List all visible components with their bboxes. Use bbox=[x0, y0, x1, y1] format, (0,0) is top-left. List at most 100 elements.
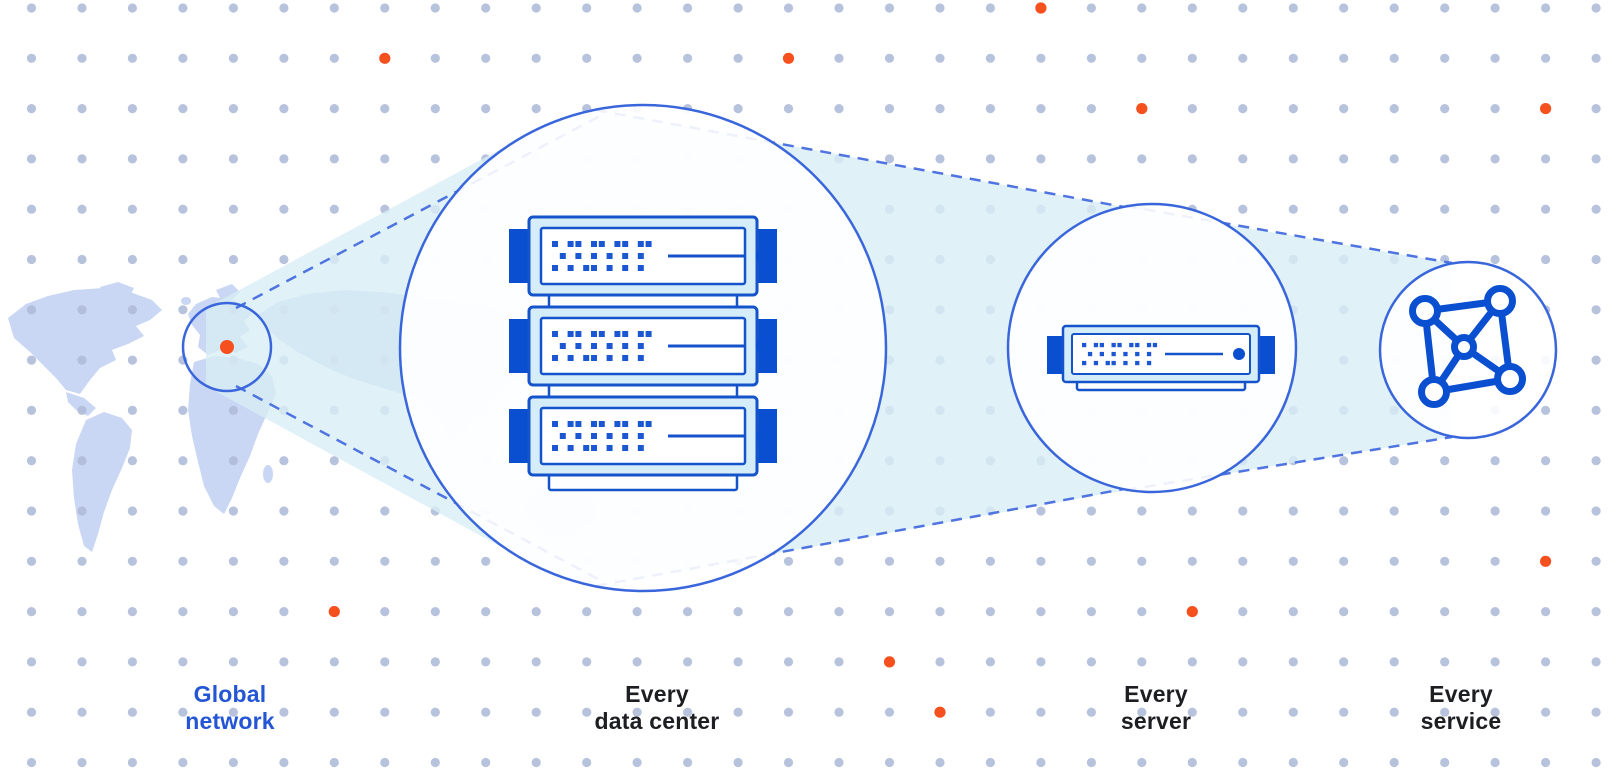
grid-dot bbox=[733, 757, 743, 768]
vent-square bbox=[591, 355, 597, 361]
grid-dot bbox=[531, 53, 541, 63]
stage-label-every-service: Every service bbox=[1421, 681, 1502, 735]
grid-dot bbox=[935, 607, 945, 617]
grid-dot bbox=[279, 3, 289, 13]
grid-dot bbox=[127, 104, 137, 114]
grid-dot bbox=[834, 657, 844, 667]
grid-dot bbox=[178, 757, 188, 768]
grid-dot bbox=[783, 657, 794, 667]
server-vent-pattern bbox=[552, 331, 652, 361]
vent-square bbox=[559, 343, 566, 349]
vent-square bbox=[575, 331, 582, 337]
grid-dot bbox=[1086, 53, 1096, 63]
grid-dot bbox=[77, 254, 87, 265]
grid-dot bbox=[683, 657, 693, 667]
grid-dot bbox=[985, 657, 996, 667]
grid-dot bbox=[380, 506, 390, 516]
label-line: network bbox=[185, 708, 275, 734]
grid-dot bbox=[228, 104, 238, 114]
grid-dot bbox=[1339, 607, 1349, 617]
grid-dot bbox=[127, 556, 137, 566]
grid-dot bbox=[228, 657, 238, 667]
grid-dot bbox=[1440, 204, 1450, 214]
grid-dot bbox=[1591, 53, 1601, 63]
grid-dot bbox=[1238, 204, 1248, 214]
grid-dot bbox=[178, 3, 188, 13]
grid-dot bbox=[1490, 707, 1500, 717]
grid-dot bbox=[26, 607, 37, 617]
continent-south-america bbox=[72, 412, 132, 552]
grid-dot bbox=[1086, 607, 1096, 617]
grid-dot bbox=[178, 254, 188, 265]
vent-square bbox=[1117, 342, 1122, 348]
grid-dot bbox=[430, 657, 440, 667]
grid-dot bbox=[178, 204, 188, 214]
grid-dot bbox=[26, 254, 37, 265]
grid-dot bbox=[1288, 607, 1298, 617]
vent-square bbox=[598, 241, 605, 247]
mesh-nodes bbox=[1409, 285, 1526, 408]
server-vent-pattern bbox=[1082, 342, 1158, 366]
grid-dot bbox=[380, 757, 390, 768]
grid-dot bbox=[1036, 556, 1046, 566]
grid-dot bbox=[329, 657, 339, 667]
grid-dot bbox=[77, 456, 87, 466]
grid-dot bbox=[77, 757, 87, 768]
grid-dot bbox=[1541, 53, 1551, 63]
grid-dot bbox=[329, 3, 339, 13]
grid-dot bbox=[935, 757, 945, 768]
grid-dot bbox=[1591, 104, 1601, 114]
grid-dot bbox=[1541, 204, 1551, 214]
vent-square bbox=[591, 433, 597, 439]
grid-dot bbox=[1086, 104, 1096, 114]
orange-grid-dot bbox=[934, 706, 946, 718]
grid-dot bbox=[481, 104, 491, 114]
vent-square bbox=[1152, 342, 1158, 348]
grid-dot bbox=[1036, 154, 1046, 164]
grid-dot bbox=[935, 104, 945, 114]
vent-square bbox=[567, 265, 574, 271]
grid-dot bbox=[329, 154, 339, 164]
grid-dot bbox=[1137, 154, 1147, 164]
grid-dot bbox=[481, 757, 491, 768]
grid-dot bbox=[1187, 707, 1197, 717]
grid-dot bbox=[834, 104, 844, 114]
vent-square bbox=[1099, 342, 1104, 348]
vent-square bbox=[622, 355, 629, 361]
grid-dot bbox=[1339, 657, 1349, 667]
grid-dot bbox=[1288, 657, 1298, 667]
vent-square bbox=[645, 241, 652, 247]
grid-dot bbox=[1036, 506, 1046, 516]
grid-dot bbox=[380, 154, 390, 164]
grid-dot bbox=[430, 707, 440, 717]
grid-dot bbox=[985, 104, 996, 114]
grid-dot bbox=[26, 3, 37, 13]
grid-dot bbox=[1591, 355, 1601, 365]
vent-square bbox=[552, 241, 558, 247]
grid-dot bbox=[178, 707, 188, 717]
label-line: server bbox=[1120, 708, 1192, 734]
vent-square bbox=[552, 421, 558, 427]
grid-dot bbox=[531, 104, 541, 114]
grid-dot bbox=[632, 657, 642, 667]
grid-dot bbox=[77, 204, 87, 214]
grid-dot bbox=[430, 556, 440, 566]
vent-square bbox=[645, 331, 652, 337]
grid-dot bbox=[279, 104, 289, 114]
grid-dot bbox=[178, 305, 188, 315]
grid-dot bbox=[1036, 53, 1046, 63]
grid-dot bbox=[1288, 556, 1298, 566]
grid-dot bbox=[77, 104, 87, 114]
grid-dot bbox=[783, 104, 794, 114]
grid-dot bbox=[77, 556, 87, 566]
vent-square bbox=[622, 343, 629, 349]
label-line: service bbox=[1420, 708, 1502, 734]
grid-dot bbox=[127, 607, 137, 617]
server-unit bbox=[509, 395, 777, 477]
grid-dot bbox=[935, 556, 945, 566]
vent-square bbox=[622, 331, 629, 337]
stage-label-every-data-center: Every data center bbox=[595, 681, 720, 735]
vent-square bbox=[591, 445, 597, 451]
vent-square bbox=[559, 433, 566, 439]
vent-square bbox=[1135, 342, 1140, 348]
